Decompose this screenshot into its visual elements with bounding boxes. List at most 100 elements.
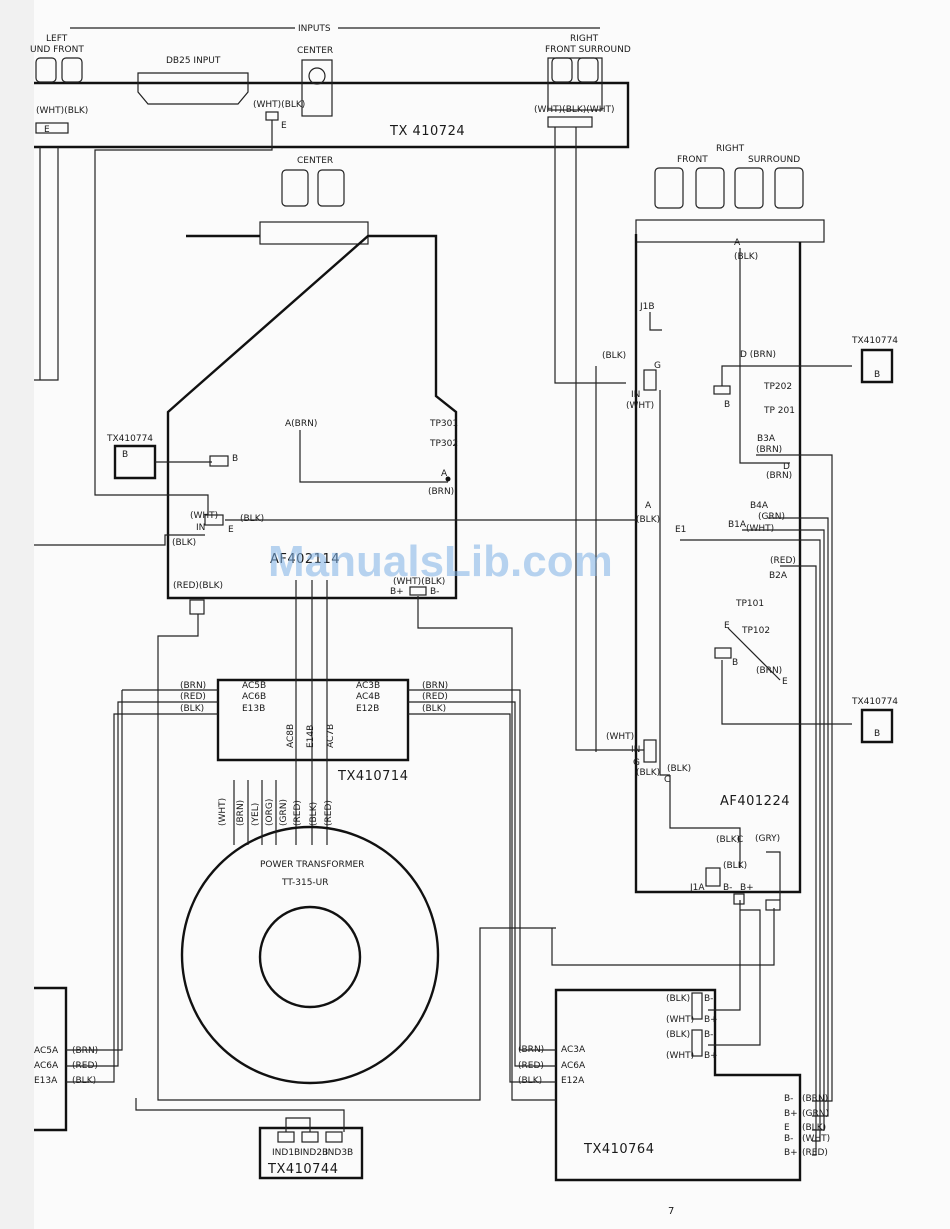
ind3b-label: IND3B (325, 1148, 353, 1158)
ind2b-connector (301, 1131, 319, 1143)
af401224-pin-d-wire: (BRN) (766, 471, 792, 481)
ind-harness (135, 1098, 345, 1132)
b1a-label: B1A (728, 520, 747, 530)
b3a-wire: (BRN) (756, 445, 782, 455)
tx410714-ac5b: AC5B (242, 681, 266, 691)
lead-blk: (BLK) (309, 802, 319, 826)
tx410764-ac6a: AC6A (561, 1061, 586, 1071)
front-terminal-2[interactable] (695, 167, 725, 209)
lead-red-1: (RED) (293, 800, 303, 826)
tx410714-label: TX410714 (337, 769, 408, 784)
right-front-rca-jack[interactable] (551, 57, 573, 83)
ind3b-connector (325, 1131, 343, 1143)
left-ac6a: AC6A (34, 1061, 59, 1071)
tx410764-out-b3: B- (784, 1134, 793, 1144)
left-input-pin-e: E (44, 125, 50, 135)
surround-terminal-1[interactable] (734, 167, 764, 209)
af402114-input-connector (189, 599, 205, 615)
af402114-in-blk: (BLK) (240, 514, 264, 524)
center-rca-jack[interactable] (301, 59, 333, 117)
af401224-g2-wire: (BLK) (636, 768, 660, 778)
tx410714-right-brn: (BRN) (422, 681, 448, 691)
transformer-model: TT-315-UR (281, 878, 329, 888)
left-e13a: E13A (34, 1076, 58, 1086)
af402114-e-pin: E (228, 525, 234, 535)
b1a-wire: (WHT) (746, 524, 774, 534)
af402114-in-pin: IN (196, 523, 205, 533)
power-transformer-toroid (180, 825, 440, 1085)
center-jack-wires-label: (WHT)(BLK) (253, 100, 305, 110)
b2a-wire: (RED) (770, 556, 796, 566)
transformer-secondary-leads (295, 580, 328, 845)
j1b-label: J1B (639, 302, 655, 312)
af401224-pin-g2: G (633, 758, 640, 768)
left-front-rca-jack[interactable] (61, 57, 83, 83)
af401224-in-blk: (BLK) (602, 351, 626, 361)
tx410714-e13b: E13B (242, 704, 265, 714)
tx410714-e12b: E12B (356, 704, 379, 714)
center-input-harness (94, 120, 273, 515)
left-jack-label: LEFT (46, 34, 68, 44)
tx410764-in1-wht: (WHT) (666, 1015, 694, 1025)
tx410774-left-plug (209, 455, 229, 467)
tp202-label: TP202 (763, 382, 792, 392)
tx410714-ac6b: AC6B (242, 692, 266, 702)
right-input-connector (547, 116, 593, 128)
inputs-label: INPUTS (298, 24, 331, 34)
center-input-connector (265, 111, 279, 121)
front-terminal-1[interactable] (654, 167, 684, 209)
af401224-b-pin: B (732, 658, 738, 668)
af401224-d-connector (713, 385, 731, 395)
af401224-c-wire: (BLK) (667, 764, 691, 774)
tx410774-left-plug-b: B (232, 454, 238, 464)
left-input-connector (35, 122, 69, 134)
surround-terminal-2[interactable] (774, 167, 804, 209)
left-surround-rca-jack[interactable] (35, 57, 57, 83)
right-front-harness (554, 127, 626, 384)
tx410744-board (258, 1126, 364, 1180)
b3a-label: B3A (757, 434, 776, 444)
af401224-power-plug (733, 893, 745, 905)
af401224-pin-d: D (783, 462, 790, 472)
db25-input-connector[interactable] (137, 72, 249, 105)
af402114-bminus: B- (430, 587, 439, 597)
front-terminal-label: FRONT (677, 155, 708, 165)
af401224-pin-a-top: A (734, 238, 741, 248)
af402114-power-harness (417, 596, 556, 1101)
tx410714-ac8b: AC8B (286, 724, 296, 748)
lead-yel: (YEL) (251, 803, 261, 826)
blk-output-harness (742, 529, 825, 1131)
tx410774-left-label: TX410774 (106, 434, 153, 444)
e1-label: E1 (675, 525, 686, 535)
af402114-power-connector (409, 586, 427, 596)
af402114-label: AF402114 (270, 552, 340, 567)
tx410764-out-red: (RED) (802, 1148, 828, 1158)
af401224-pin-a: A (645, 501, 652, 511)
left-input-harness (34, 147, 59, 381)
trace-a-brn (299, 430, 448, 483)
tx410764-label: TX410764 (583, 1142, 654, 1157)
j1a-bplus: B+ (740, 883, 754, 893)
center-terminal-2[interactable] (317, 169, 345, 207)
tx410764-in2-bminus: B- (704, 1030, 713, 1040)
db25-label: DB25 INPUT (166, 56, 221, 66)
tx410764-in1-bminus: B- (704, 994, 713, 1004)
ind1b-connector (277, 1131, 295, 1143)
af401224-pin-a-wire: (BLK) (636, 515, 660, 525)
tx410724-label: TX 410724 (389, 124, 465, 139)
tx410714-right-red: (RED) (422, 692, 448, 702)
right-surround-harness (575, 127, 644, 751)
center-terminal-1[interactable] (281, 169, 309, 207)
af401224-pin-in: IN (631, 390, 640, 400)
right-surround-rca-jack[interactable] (577, 57, 599, 83)
left-e13a-wire: (BLK) (72, 1076, 96, 1086)
power-transformer-core (258, 905, 362, 1009)
grn-output-harness (768, 517, 829, 1117)
tx410764-out-b2: B+ (784, 1109, 798, 1119)
af401224-j1a-blk: (BLK) (723, 861, 747, 871)
gry-lead (766, 851, 781, 900)
right-rca-jack-block (547, 57, 603, 111)
tx410764-e12a: E12A (561, 1076, 585, 1086)
page-gutter (0, 0, 34, 1229)
